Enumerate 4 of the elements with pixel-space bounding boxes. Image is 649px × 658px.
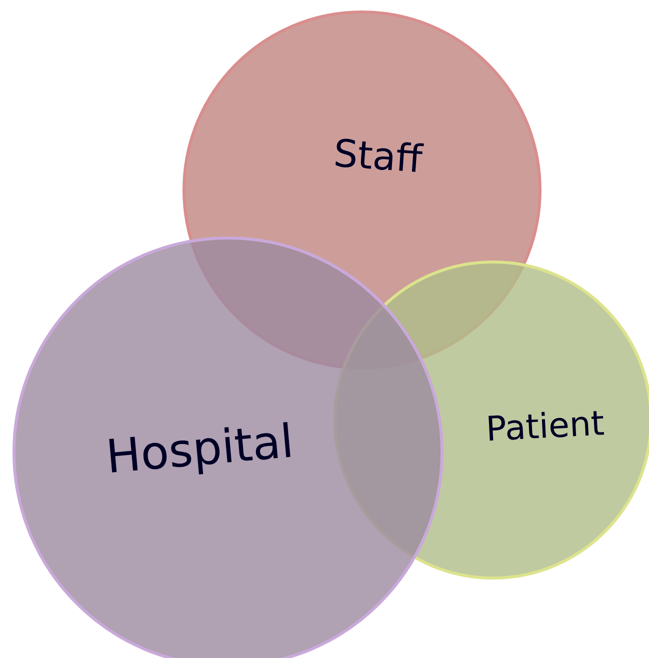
circle-label: Hospital — [109, 422, 290, 474]
venn-circle — [12, 236, 444, 658]
circle-label: Staff — [336, 138, 424, 172]
circle-label: Patient — [488, 411, 604, 441]
